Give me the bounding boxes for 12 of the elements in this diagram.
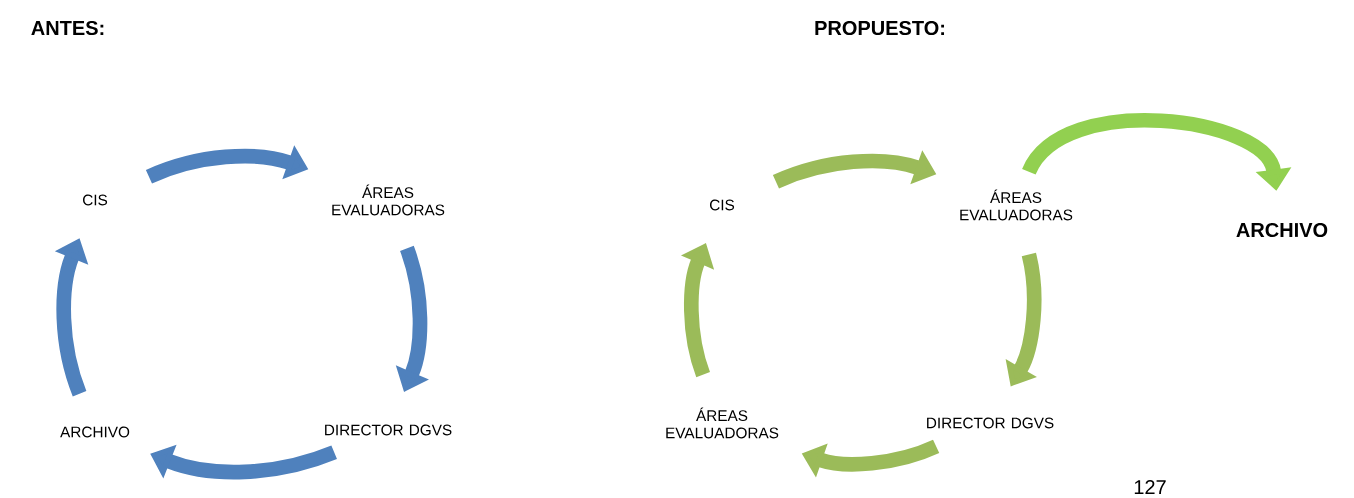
page-number: 127 — [1134, 480, 1166, 494]
node-label: ÁREAS EVALUADORAS — [666, 407, 779, 439]
node-label: ARCHIVO — [1236, 222, 1328, 238]
node-label: CIS — [83, 194, 108, 206]
node-label: CIS — [710, 199, 735, 211]
node-label: ÁREAS EVALUADORAS — [332, 184, 445, 216]
node-label: DIRECTOR DGVS — [325, 424, 452, 436]
heading: ANTES: — [31, 20, 104, 36]
node-label: ARCHIVO — [60, 426, 130, 438]
node-label: DIRECTOR DGVS — [927, 417, 1054, 429]
heading: PROPUESTO: — [815, 20, 944, 36]
node-label: ÁREAS EVALUADORAS — [960, 189, 1073, 221]
